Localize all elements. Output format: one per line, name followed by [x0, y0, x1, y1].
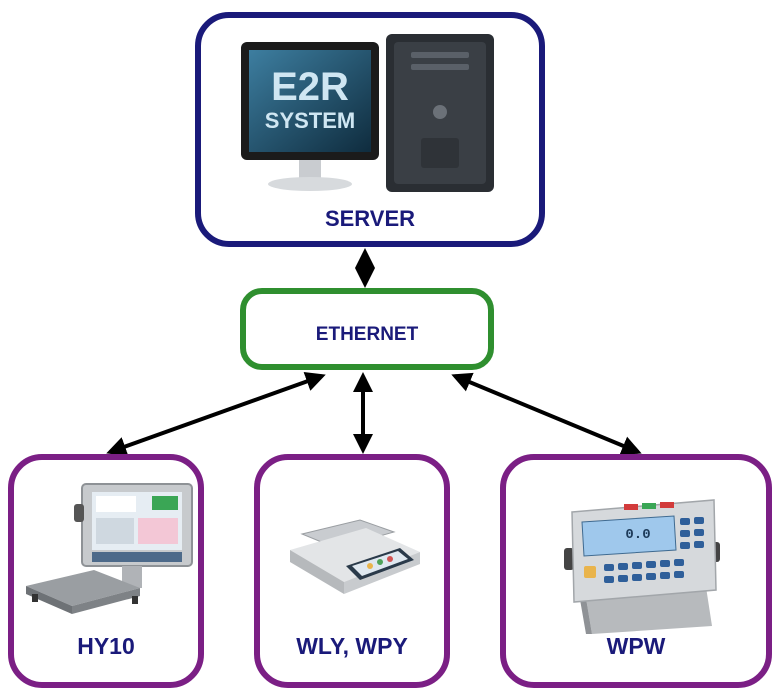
device-box-hy10: HY10 [8, 454, 204, 688]
device-box-wpw: 0.0 WPW [500, 454, 772, 688]
hy10-terminal-icon [26, 483, 193, 614]
arrow-ethernet-hy10 [106, 371, 326, 457]
device-box-wly-wpy: WLY, WPY [254, 454, 450, 688]
wly-wpy-label: WLY, WPY [296, 633, 408, 659]
logo-line2: SYSTEM [265, 108, 355, 133]
wpw-display-value: 0.0 [625, 527, 650, 543]
wpw-indicator-icon: 0.0 [564, 499, 720, 634]
hy10-label: HY10 [77, 633, 135, 659]
arrow-ethernet-wpw [451, 372, 642, 456]
ethernet-box: ETHERNET [240, 288, 494, 370]
wly-balance-icon [290, 519, 420, 594]
ethernet-label: ETHERNET [315, 324, 419, 345]
server-box: E2R SYSTEM SERVER [195, 12, 545, 247]
logo-line1: E2R [271, 65, 349, 109]
server-computer-icon: E2R SYSTEM [241, 34, 494, 192]
wpw-label: WPW [606, 633, 666, 659]
server-label: SERVER [324, 206, 416, 231]
